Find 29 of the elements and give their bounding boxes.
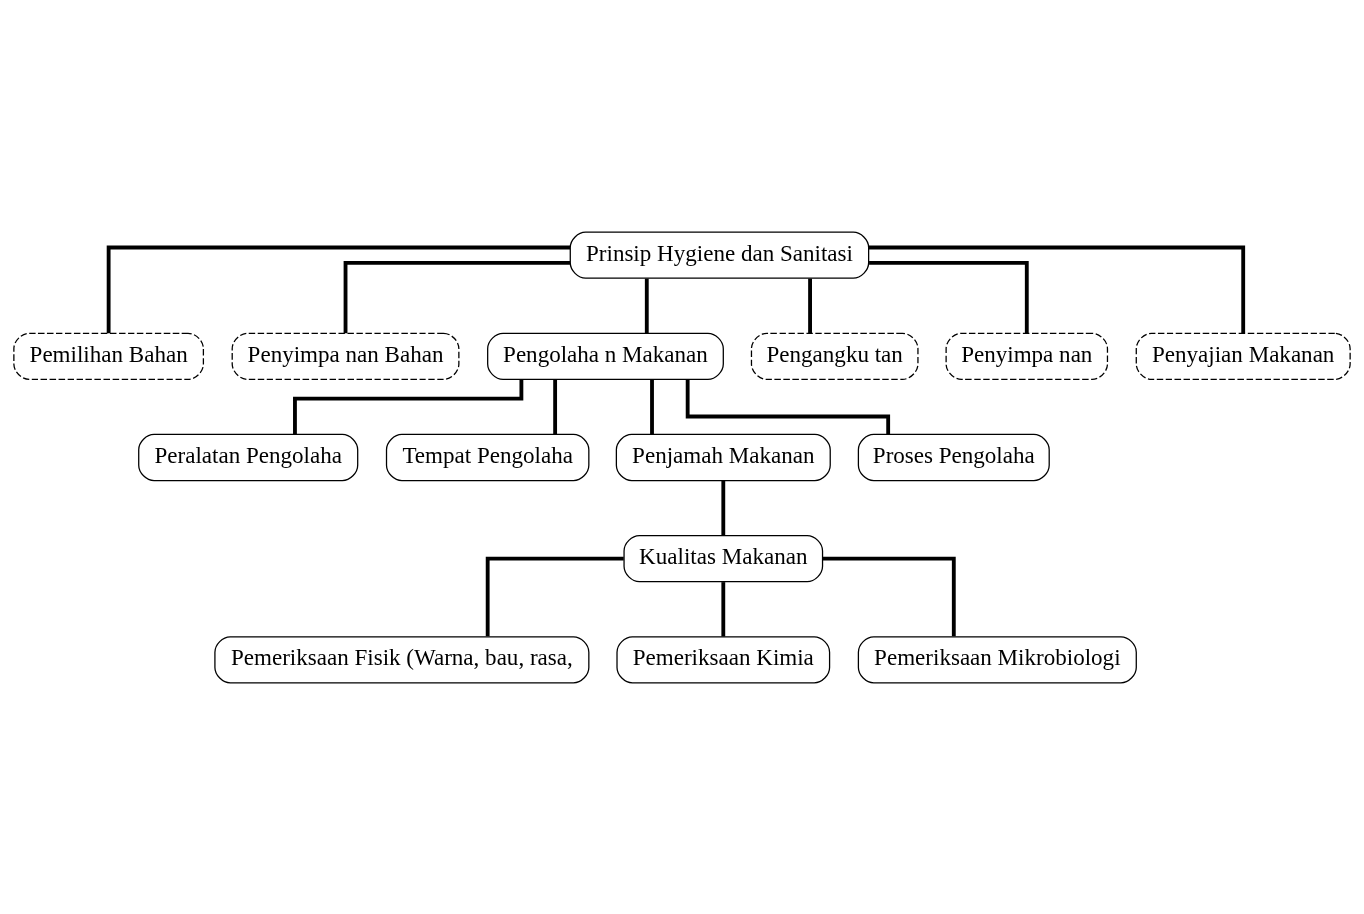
connector — [650, 379, 654, 434]
node-box: Penjamah Makanan — [615, 433, 831, 481]
node-box: Prinsip Hygiene dan Sanitasi — [569, 231, 870, 279]
node-box: Tempat Pengolaha — [385, 433, 590, 481]
node-box: Pemeriksaan Mikrobiologi — [857, 635, 1137, 683]
connector — [485, 556, 624, 636]
connector — [869, 260, 1029, 333]
node-box: Proses Pengolaha — [857, 433, 1050, 481]
connector — [721, 581, 726, 636]
node-box: Pemilihan Bahan — [13, 332, 205, 380]
connector — [721, 480, 726, 535]
connector — [553, 379, 558, 434]
node-box: Pengangku tan — [750, 332, 919, 380]
connector — [293, 378, 524, 434]
node-box: Pemeriksaan Kimia — [616, 635, 831, 683]
node-box: Pengolaha n Makanan — [487, 332, 724, 380]
node-box: Kualitas Makanan — [623, 534, 824, 582]
connector — [822, 556, 956, 636]
node-box: Penyimpa nan Bahan — [231, 332, 460, 380]
connector — [685, 378, 891, 434]
node-box: Penyajian Makanan — [1135, 332, 1351, 380]
node-box: Penyimpa nan — [945, 332, 1109, 380]
connector — [808, 278, 812, 333]
node-box: Peralatan Pengolaha — [138, 433, 359, 481]
connector — [343, 260, 571, 333]
node-box: Pemeriksaan Fisik (Warna, bau, rasa, — [214, 635, 590, 683]
connector — [106, 245, 571, 333]
connector — [868, 245, 1246, 333]
connector — [644, 278, 649, 333]
